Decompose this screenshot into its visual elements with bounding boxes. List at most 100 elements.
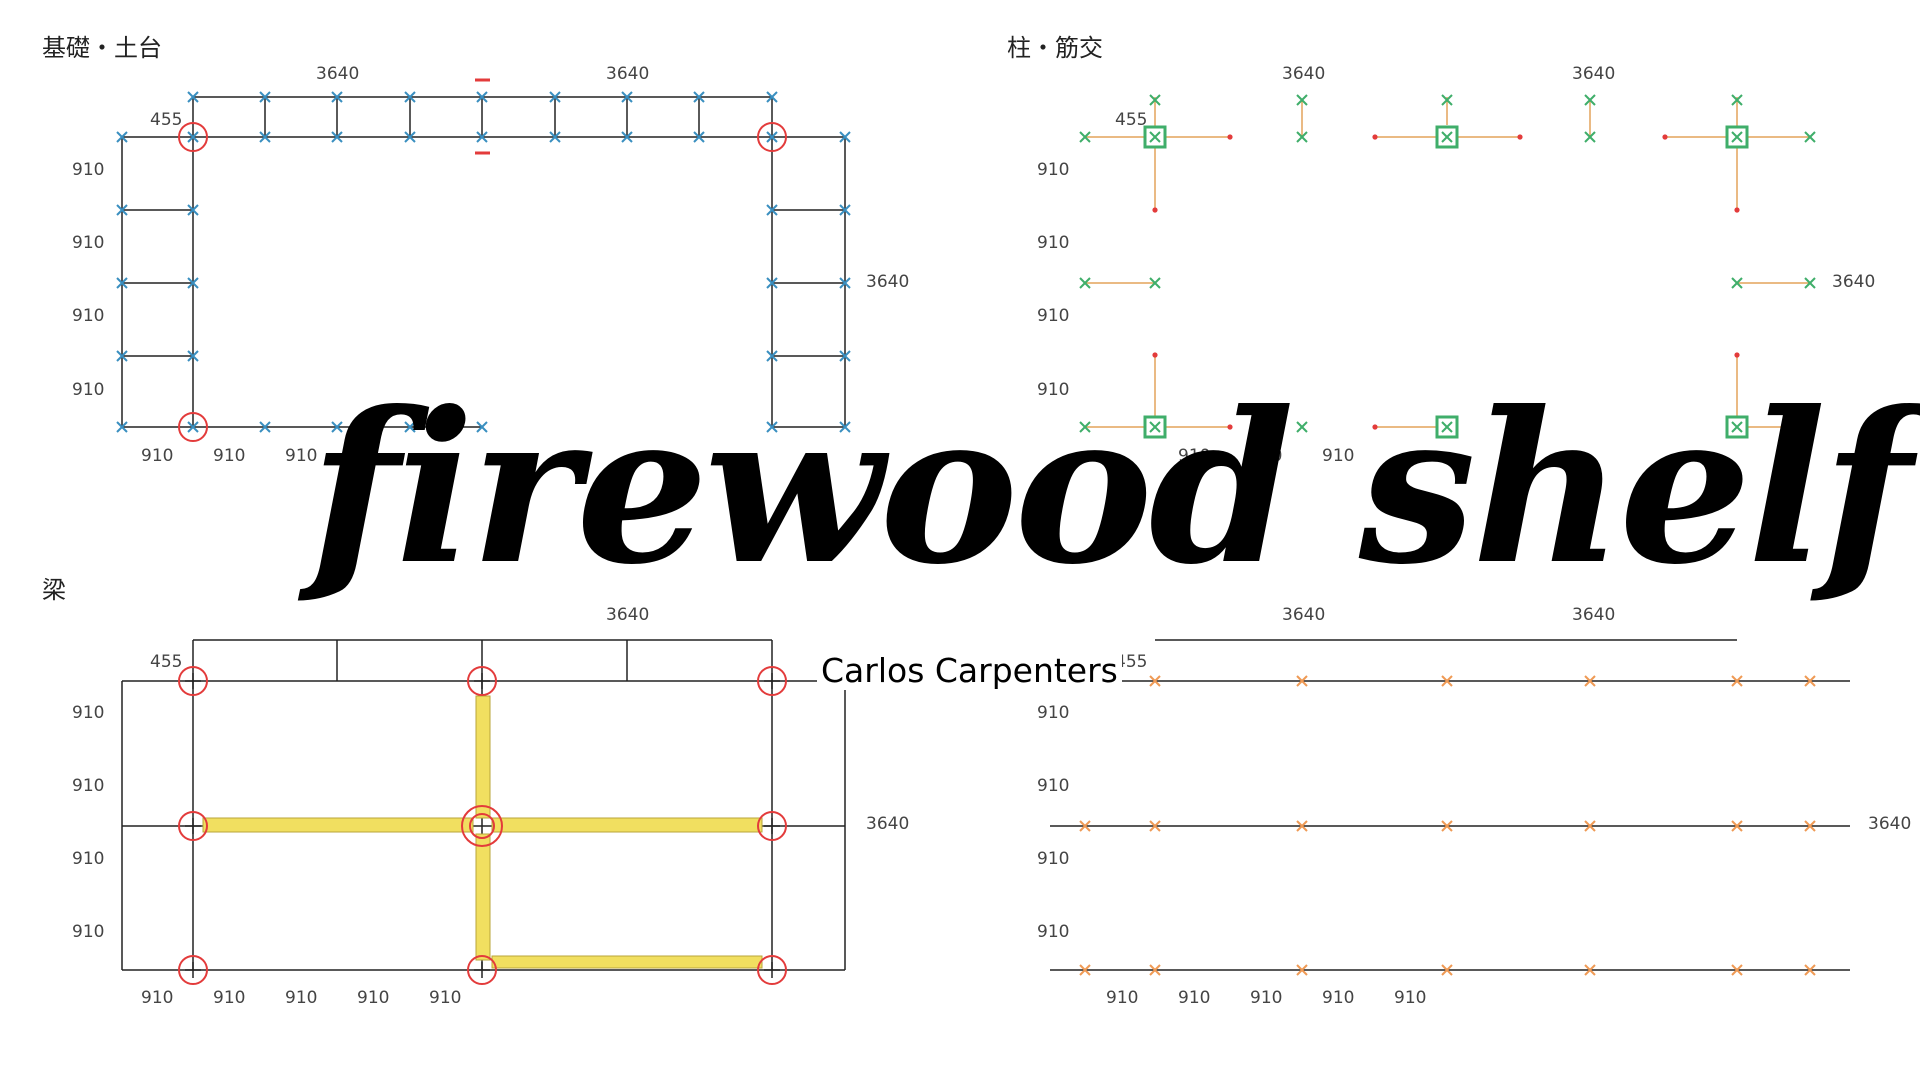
right-dimension: 3640 [866,272,910,292]
cross-mark [621,131,633,143]
cross-stroke [116,421,128,433]
bottom-dimension: 910 [285,446,318,466]
cross-mark [187,204,199,216]
bottom-dimension: 910 [1322,988,1355,1008]
cross-stroke [187,277,199,289]
cross-stroke [476,91,488,103]
anchor-ring [178,666,208,696]
end-dot [1227,424,1233,430]
bottom-dimension: 910 [1178,988,1211,1008]
cross-stroke [1731,277,1743,289]
bottom-dimension: 910 [1394,988,1427,1008]
cross-stroke [1149,131,1161,143]
posts-title: 柱・筋交 [1007,34,1103,62]
bottom-dimension: 910 [1178,446,1211,466]
top-dimension: 3640 [316,64,360,84]
cross-stroke [1441,131,1453,143]
cross-stroke [1079,421,1091,433]
cross-stroke [259,421,271,433]
cross-stroke [839,131,851,143]
cross-mark [1149,964,1161,976]
cross-mark [1731,421,1743,433]
top-dimension: 3640 [606,64,650,84]
cross-stroke [1296,131,1308,143]
beam-hatch [202,817,474,833]
cross-stroke [404,421,416,433]
left-dimension: 910 [1037,306,1070,326]
cross-stroke [331,421,343,433]
cross-mark [404,131,416,143]
cross-stroke [187,204,199,216]
cross-mark [839,204,851,216]
cross-stroke [1149,277,1161,289]
cross-mark [476,131,488,143]
anchor-ring [757,955,787,985]
cross-stroke [839,421,851,433]
left-dimension: 910 [72,380,105,400]
anchor-ring [757,666,787,696]
right-dimension: 3640 [866,814,910,834]
cross-mark [1731,820,1743,832]
cross-stroke [1079,277,1091,289]
end-dot [1227,134,1233,140]
cross-stroke [1584,131,1596,143]
beam-hatch [491,817,763,833]
cross-stroke [1731,421,1743,433]
cross-mark [187,277,199,289]
cross-stroke [187,91,199,103]
cross-stroke [693,91,705,103]
top-dimension: 3640 [1572,605,1616,625]
cross-stroke [116,277,128,289]
left-dimension: 910 [72,922,105,942]
cross-mark [1731,964,1743,976]
cross-mark [1804,964,1816,976]
cross-stroke [1441,820,1453,832]
cross-mark [1149,820,1161,832]
end-dot [1372,424,1378,430]
cross-mark [1584,675,1596,687]
left-dimension: 910 [1037,703,1070,723]
cross-mark [766,277,778,289]
left-dimension: 910 [72,306,105,326]
top-dimension: 3640 [606,605,650,625]
bottom-dimension: 910 [1106,988,1139,1008]
anchor-ring [757,122,787,152]
anchor-ring [467,666,497,696]
cross-mark [331,421,343,433]
anchor-ring [178,412,208,442]
cross-stroke [116,204,128,216]
cross-mark [187,91,199,103]
cross-stroke [187,350,199,362]
cross-mark [404,91,416,103]
cross-stroke [1584,675,1596,687]
cross-stroke [116,350,128,362]
cross-mark [1079,964,1091,976]
overlay-subtitle: Carlos Carpenters [817,651,1122,690]
cross-mark [116,421,128,433]
overlay-title: firewood shelf [310,367,1912,611]
cross-stroke [1149,964,1161,976]
cross-mark [1079,421,1091,433]
cross-mark [693,91,705,103]
cross-stroke [766,277,778,289]
cross-mark [1441,94,1453,106]
right-dimension: 3640 [1868,814,1912,834]
cross-stroke [693,131,705,143]
left-dimension: 910 [72,849,105,869]
top-dimension: 3640 [1572,64,1616,84]
cross-mark [1731,675,1743,687]
cross-mark [1584,94,1596,106]
bottom-dimension: 910 [357,988,390,1008]
right-dimension: 3640 [1832,272,1876,292]
left-dimension: 910 [72,776,105,796]
cross-mark [1804,131,1816,143]
cross-stroke [476,421,488,433]
bottom-dimension: 910 [285,988,318,1008]
cross-mark [1296,421,1308,433]
end-dot [1734,352,1740,358]
left-dimension: 910 [1037,922,1070,942]
left-dimension: 910 [72,703,105,723]
cross-mark [187,421,199,433]
cross-mark [476,91,488,103]
cross-mark [693,131,705,143]
